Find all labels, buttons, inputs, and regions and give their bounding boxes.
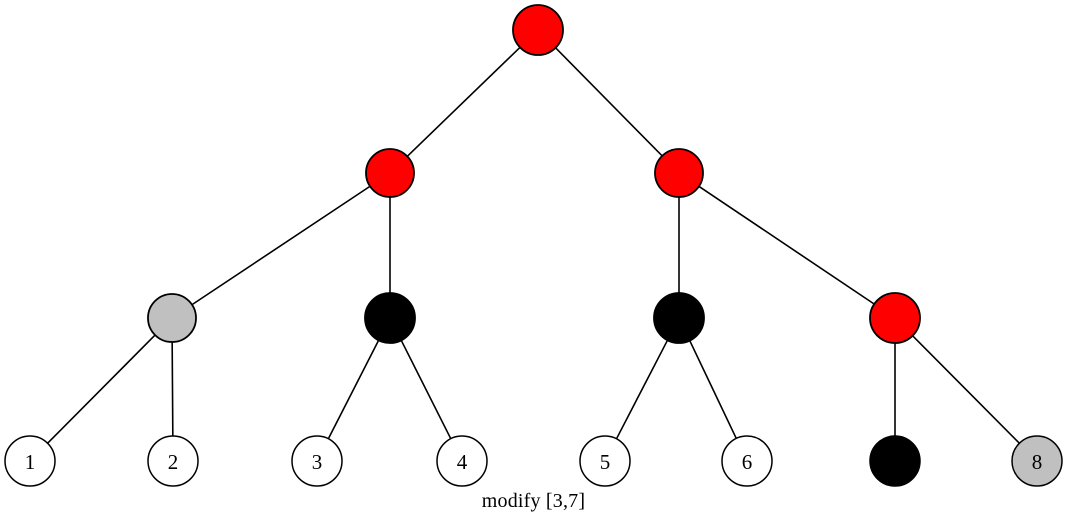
node-circle[interactable] [365,148,415,198]
node-circle[interactable] [653,292,705,344]
tree-edge [554,46,664,158]
tree-edge [171,340,174,438]
node-label: 2 [168,450,179,474]
tree-leaf-node[interactable]: 5 [579,435,631,487]
diagram-caption: modify [3,7] [481,490,586,512]
node-circle[interactable] [654,148,704,198]
node-circle[interactable] [364,292,416,344]
tree-leaf-node[interactable]: 1 [4,435,56,487]
node-circle[interactable] [436,435,488,487]
node-label: 3 [312,450,323,474]
node-circle[interactable] [869,435,921,487]
tree-leaf-node[interactable]: 8 [1011,435,1063,487]
tree-edge [615,338,669,441]
tree-edge [697,185,876,306]
tree-internal-node[interactable] [653,292,705,344]
node-label: 6 [742,450,753,474]
node-circle[interactable] [147,435,199,487]
node-label: 8 [1032,450,1043,474]
node-circle[interactable] [869,292,921,344]
tree-internal-node[interactable] [147,293,197,343]
node-label: 5 [600,450,611,474]
node-label: 1 [25,450,36,474]
tree-leaf-node[interactable]: 4 [436,435,488,487]
node-circle[interactable] [721,435,773,487]
edge-layer [46,45,1021,445]
node-circle[interactable] [1011,435,1063,487]
tree-internal-node[interactable] [364,292,416,344]
tree-edge [190,184,372,307]
tree-edge [911,334,1021,445]
node-layer: 1 2 3 4 5 6 8 [4,4,1063,487]
node-circle[interactable] [147,293,197,343]
node-circle[interactable] [291,435,343,487]
node-circle[interactable] [512,4,564,56]
tree-edge [688,338,738,441]
tree-internal-node[interactable] [654,148,704,198]
tree-edge [327,338,380,441]
tree-internal-node[interactable] [365,148,415,198]
tree-internal-node[interactable] [869,292,921,344]
tree-leaf-node[interactable] [869,435,921,487]
tree-edge [405,45,522,158]
node-circle[interactable] [579,435,631,487]
tree-internal-node[interactable] [512,4,564,56]
tree-edge [399,338,453,441]
tree-leaf-node[interactable]: 3 [291,435,343,487]
tree-edge [46,333,157,445]
tree-leaf-node[interactable]: 6 [721,435,773,487]
tree-leaf-node[interactable]: 2 [147,435,199,487]
node-label: 4 [457,450,468,474]
node-circle[interactable] [4,435,56,487]
